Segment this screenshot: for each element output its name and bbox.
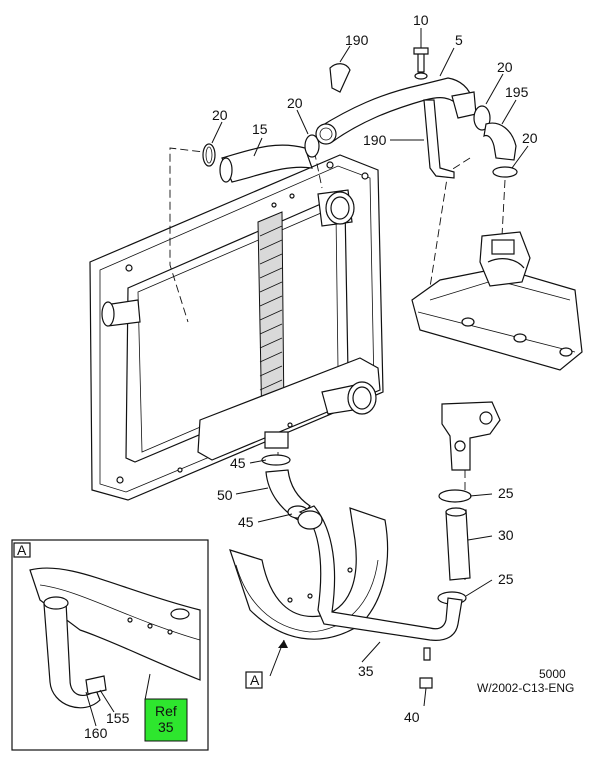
callout-20-mid: 20 bbox=[287, 95, 303, 111]
clamp-20-mid bbox=[304, 134, 320, 158]
clamp-20-left bbox=[202, 143, 216, 167]
view-a-marker: A bbox=[250, 672, 260, 688]
callout-155: 155 bbox=[106, 710, 130, 726]
callout-labels: 10 5 190 20 20 20 195 15 190 20 45 50 45… bbox=[84, 12, 538, 741]
callout-20-left: 20 bbox=[212, 107, 228, 123]
callout-35: 35 bbox=[358, 663, 374, 679]
callout-190-mid: 190 bbox=[363, 132, 387, 148]
bolt-10 bbox=[413, 47, 429, 80]
engine-housing bbox=[411, 231, 583, 371]
bracket-190 bbox=[329, 63, 455, 179]
callout-45-lower: 45 bbox=[238, 514, 254, 530]
callout-15: 15 bbox=[252, 121, 268, 137]
callout-40: 40 bbox=[404, 709, 420, 725]
ref-number: 35 bbox=[158, 719, 174, 735]
callout-190-top: 190 bbox=[345, 32, 369, 48]
callout-10: 10 bbox=[413, 12, 429, 28]
callout-30: 30 bbox=[498, 527, 514, 543]
clamp-20-lower bbox=[492, 166, 518, 178]
clamp-25-upper bbox=[438, 489, 472, 503]
callout-25-lower: 25 bbox=[498, 571, 514, 587]
hose-30 bbox=[445, 507, 471, 581]
callout-20-top: 20 bbox=[497, 59, 513, 75]
radiator-frame bbox=[89, 154, 384, 501]
callout-45-upper: 45 bbox=[230, 455, 246, 471]
clamp-45-upper bbox=[261, 454, 291, 466]
callout-160: 160 bbox=[84, 725, 108, 741]
drain-40 bbox=[419, 647, 433, 689]
callout-20-right: 20 bbox=[522, 130, 538, 146]
ref-label: Ref bbox=[155, 703, 177, 719]
page-number: 5000 bbox=[539, 667, 566, 681]
callout-25-upper: 25 bbox=[498, 485, 514, 501]
drawing-id: W/2002-C13-ENG bbox=[477, 681, 574, 695]
callout-195: 195 bbox=[505, 84, 529, 100]
thermostat-housing bbox=[441, 401, 501, 471]
view-a-marker-box bbox=[245, 671, 263, 689]
ref-box bbox=[144, 698, 188, 742]
callout-50: 50 bbox=[217, 487, 233, 503]
upper-hose-15 bbox=[219, 144, 313, 183]
inset-a-label: A bbox=[17, 542, 27, 558]
view-arrow bbox=[278, 640, 288, 648]
tube-35 bbox=[297, 505, 463, 641]
upper-tube-5 bbox=[315, 77, 477, 145]
callout-5: 5 bbox=[455, 32, 463, 48]
hose-195 bbox=[483, 122, 517, 161]
